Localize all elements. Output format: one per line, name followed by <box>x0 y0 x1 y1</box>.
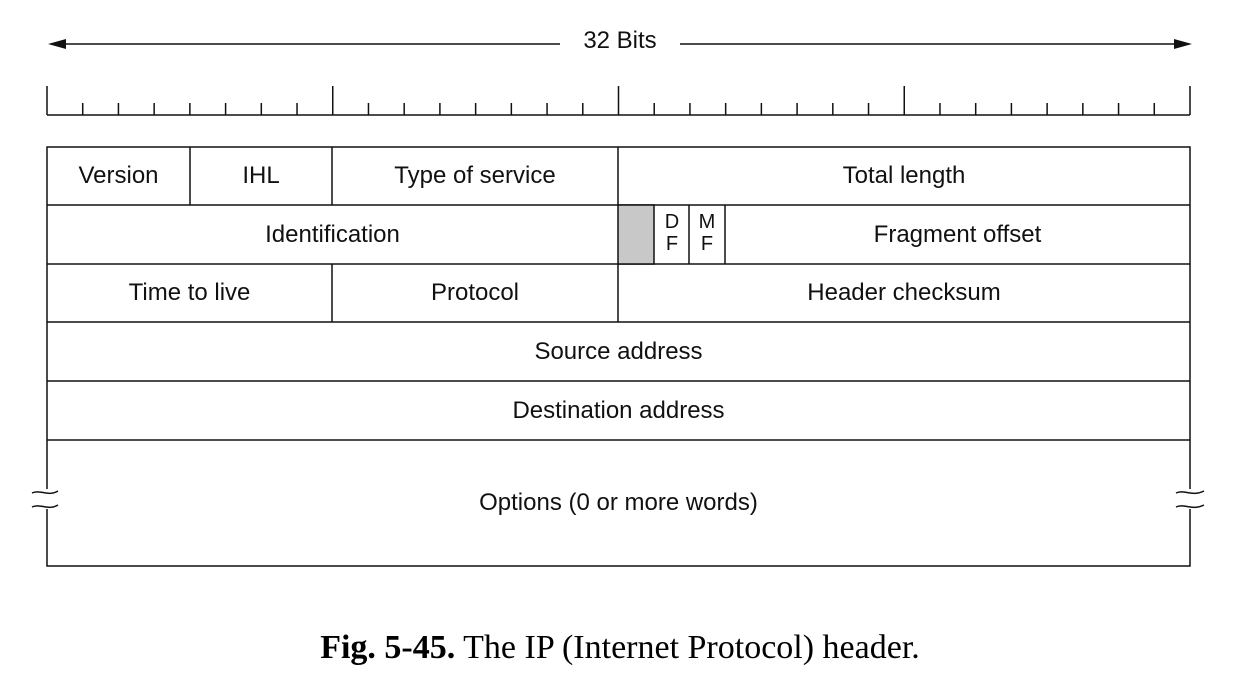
reserved-bit <box>617 204 655 265</box>
field-version: Version <box>78 162 159 189</box>
figure-caption: Fig. 5-45. The IP (Internet Protocol) he… <box>0 626 1240 670</box>
width-label: 32 Bits <box>560 26 680 56</box>
flag-mf-top: M <box>698 211 716 233</box>
field-identification: Identification <box>265 221 400 248</box>
flag-mf: M F <box>689 211 725 255</box>
bit-ruler <box>46 86 1191 116</box>
width-arrow-left-head <box>48 39 66 49</box>
flag-mf-bottom: F <box>700 233 714 255</box>
diagram-canvas <box>31 39 1205 567</box>
header-grid <box>31 146 1205 567</box>
left-break-mark <box>31 490 59 509</box>
field-destination-address: Destination address <box>512 397 725 424</box>
figure-number: Fig. 5-45. <box>320 629 456 666</box>
flag-df-bottom: F <box>665 233 679 255</box>
field-total-length: Total length <box>842 162 966 189</box>
field-options: Options (0 or more words) <box>479 489 758 516</box>
field-ihl: IHL <box>242 162 280 189</box>
right-break-gap <box>1178 489 1202 509</box>
flag-df-top: D <box>664 211 680 233</box>
field-time-to-live: Time to live <box>128 279 251 306</box>
field-protocol: Protocol <box>430 279 520 306</box>
field-fragment-offset: Fragment offset <box>873 221 1042 248</box>
left-break-gap <box>36 489 60 509</box>
figure-caption-text: The IP (Internet Protocol) header. <box>455 629 920 666</box>
field-source-address: Source address <box>534 338 703 365</box>
flag-df: D F <box>654 211 690 255</box>
field-header-checksum: Header checksum <box>807 279 1001 306</box>
right-break-mark <box>1175 490 1205 509</box>
width-arrow-right-head <box>1174 39 1192 49</box>
field-type-of-service: Type of service <box>394 162 556 189</box>
